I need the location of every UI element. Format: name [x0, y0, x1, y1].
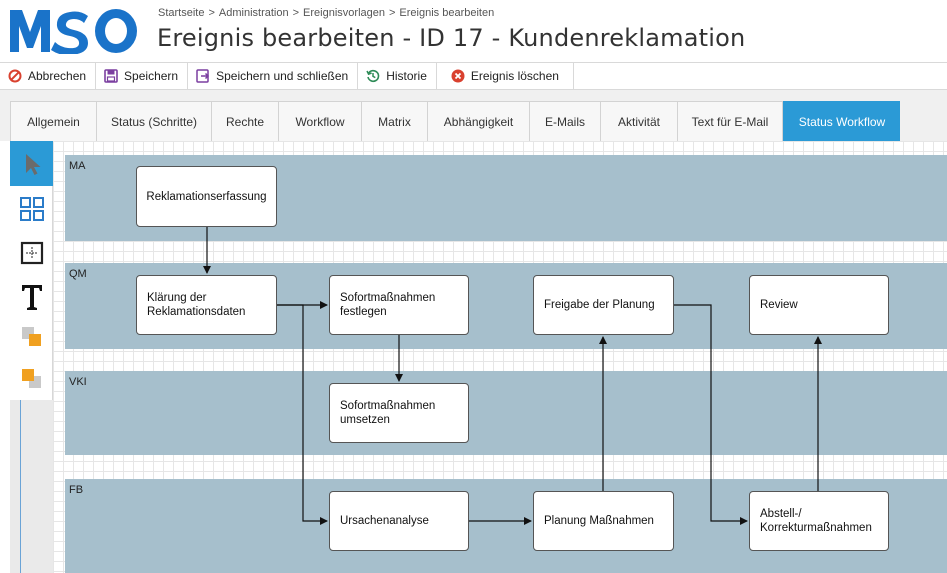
layers-icon — [21, 326, 41, 346]
lane-label-ma: MA — [69, 160, 86, 172]
node-abstell-korrekturmassnahmen[interactable]: Abstell-/ Korrekturmaßnahmen — [749, 491, 889, 551]
palette-scroll-area — [10, 400, 53, 573]
cancel-button[interactable]: Abbrechen — [0, 63, 97, 89]
node-klaerung-reklamationsdaten[interactable]: Klärung der Reklamationsdaten — [136, 275, 277, 335]
tab-matrix[interactable]: Matrix — [361, 101, 427, 141]
tab-aktivitaet[interactable]: Aktivität — [600, 101, 677, 141]
cancel-icon — [8, 69, 22, 83]
node-reklamationserfassung[interactable]: Reklamationserfassung — [136, 166, 277, 227]
lane-label-vki: VKI — [69, 376, 87, 388]
breadcrumb-ereignisvorlagen[interactable]: Ereignisvorlagen — [303, 7, 385, 19]
box-icon — [20, 241, 43, 264]
history-button[interactable]: Historie — [358, 63, 437, 89]
node-sofortmassnahmen-umsetzen[interactable]: Sofortmaßnahmen umsetzen — [329, 383, 469, 443]
layers-tool[interactable] — [10, 314, 53, 359]
page-title: Ereignis bearbeiten - ID 17 - Kundenrekl… — [157, 24, 746, 52]
cancel-label: Abbrechen — [28, 69, 87, 83]
toolbar: Abbrechen Speichern Speichern und schlie… — [0, 62, 947, 90]
save-label: Speichern — [124, 69, 179, 83]
delete-icon — [451, 69, 465, 83]
node-freigabe-planung[interactable]: Freigabe der Planung — [533, 275, 674, 335]
pointer-icon — [25, 153, 40, 175]
box-tool[interactable] — [10, 230, 53, 275]
tab-rechte[interactable]: Rechte — [211, 101, 278, 141]
tab-allgemein[interactable]: Allgemein — [10, 101, 96, 141]
tab-abhaengigkeit[interactable]: Abhängigkeit — [427, 101, 529, 141]
breadcrumb-startseite[interactable]: Startseite — [158, 7, 205, 19]
node-sofortmassnahmen-festlegen[interactable]: Sofortmaßnahmen festlegen — [329, 275, 469, 335]
layers-alt-tool[interactable] — [10, 356, 53, 401]
breadcrumb-administration[interactable]: Administration — [218, 7, 289, 19]
delete-label: Ereignis löschen — [470, 69, 559, 83]
lane-label-qm: QM — [69, 268, 87, 280]
save-button[interactable]: Speichern — [96, 63, 189, 89]
lane-label-fb: FB — [69, 484, 84, 496]
tab-emails[interactable]: E-Mails — [529, 101, 600, 141]
node-review[interactable]: Review — [749, 275, 889, 335]
tab-bar: Allgemein Status (Schritte) Rechte Workf… — [0, 90, 947, 141]
pointer-tool[interactable] — [10, 141, 53, 186]
delete-event-button[interactable]: Ereignis löschen — [437, 63, 574, 89]
tab-status-schritte[interactable]: Status (Schritte) — [96, 101, 211, 141]
save-close-button[interactable]: Speichern und schließen — [188, 63, 359, 89]
lane-vki: VKI — [65, 371, 947, 455]
text-tool[interactable] — [10, 274, 53, 319]
history-label: Historie — [386, 69, 427, 83]
workflow-canvas[interactable]: MA QM VKI FB — [53, 141, 947, 573]
tab-status-workflow[interactable]: Status Workflow — [783, 101, 900, 141]
node-ursachenanalyse[interactable]: Ursachenanalyse — [329, 491, 469, 551]
grid-tool[interactable] — [10, 186, 53, 231]
layers-alt-icon — [21, 368, 41, 388]
tab-text-fuer-email[interactable]: Text für E-Mail — [677, 101, 783, 141]
tab-workflow[interactable]: Workflow — [278, 101, 361, 141]
breadcrumb: Startseite>Administration>Ereignisvorlag… — [158, 7, 495, 19]
save-close-icon — [196, 69, 210, 83]
palette-divider — [20, 400, 21, 573]
mso-logo — [10, 9, 137, 54]
breadcrumb-current: Ereignis bearbeiten — [399, 7, 495, 19]
text-icon — [21, 284, 42, 310]
save-close-label: Speichern und schließen — [216, 69, 349, 83]
save-icon — [104, 69, 118, 83]
node-planung-massnahmen[interactable]: Planung Maßnahmen — [533, 491, 674, 551]
history-icon — [366, 69, 380, 83]
grid-icon — [19, 196, 44, 221]
